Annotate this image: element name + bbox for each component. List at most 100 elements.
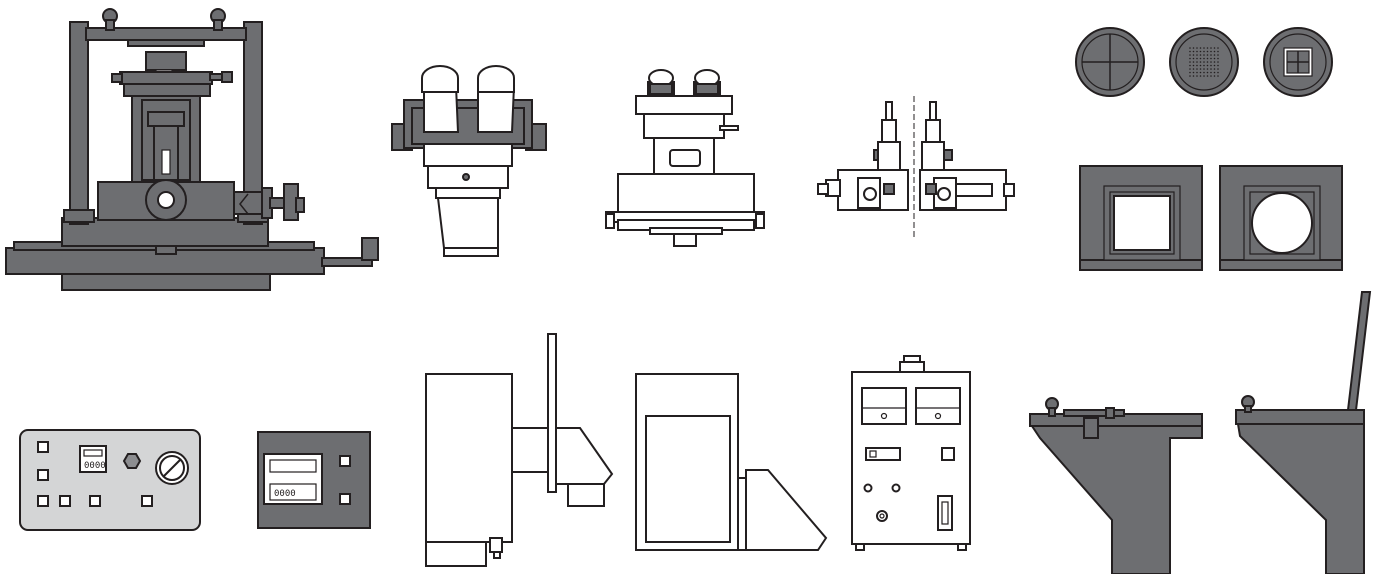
reticle-dot	[1213, 54, 1216, 56]
reticle-dot	[1192, 75, 1195, 77]
reticle-dot	[1203, 47, 1205, 49]
reticle-dot	[1199, 64, 1202, 67]
reticle-dot	[1210, 75, 1212, 77]
reticle-dot	[1189, 64, 1191, 67]
reticle-dot	[1199, 75, 1202, 77]
reticle-dot	[1199, 47, 1202, 49]
reticle-dot	[1189, 54, 1191, 56]
reticle-dot	[1217, 54, 1219, 56]
reticle-dot	[1192, 71, 1195, 74]
reticle-dot	[1196, 50, 1198, 53]
reticle-dot	[1189, 71, 1191, 74]
reticle-dot	[1213, 57, 1216, 60]
reticle-dot	[1189, 47, 1191, 49]
reticle-dot	[1199, 68, 1202, 70]
reticle-dot	[1210, 61, 1212, 63]
reticle-dot	[1217, 50, 1219, 53]
reticle-dot	[1192, 54, 1195, 56]
reticle-dot	[1206, 68, 1209, 70]
reticle-dot	[1210, 50, 1212, 53]
reticle-dot	[1196, 68, 1198, 70]
reticle-dot	[1210, 47, 1212, 49]
reticle-dot	[1206, 61, 1209, 63]
dot-grid-reticle-icon	[1169, 27, 1239, 97]
zoom-microscope-icon	[605, 69, 765, 247]
reticle-dot	[1189, 75, 1191, 77]
reticle-dot	[1189, 61, 1191, 63]
reticle-dot	[1217, 61, 1219, 63]
reticle-dot	[1199, 61, 1202, 63]
reticle-dot	[1203, 61, 1205, 63]
timer-panel-icon: 0000	[257, 431, 371, 529]
round-chuck-icon	[1219, 165, 1343, 271]
reticle-dot	[1196, 71, 1198, 74]
light-source-side-icon	[425, 333, 614, 567]
reticle-dot	[1189, 68, 1191, 70]
reticle-dot	[1199, 71, 1202, 74]
reticle-dot	[1213, 61, 1216, 63]
reticle-dot	[1217, 57, 1219, 60]
microscope-head-icon	[391, 65, 547, 257]
reticle-dot	[1196, 64, 1198, 67]
reticle-dot	[1196, 54, 1198, 56]
reticle-dot	[1189, 57, 1191, 60]
reticle-dot	[1210, 64, 1212, 67]
reticle-dot	[1203, 68, 1205, 70]
control-panel-digits: 0000	[84, 461, 106, 471]
reticle-dot	[1206, 47, 1209, 49]
reticle-dot	[1206, 64, 1209, 67]
reticle-dot	[1192, 68, 1195, 70]
grid-reticle-icon	[1263, 27, 1333, 97]
reticle-dot	[1217, 75, 1219, 77]
timer-panel-digits: 0000	[274, 489, 296, 499]
light-source-front-icon	[635, 373, 828, 551]
reticle-dot	[1199, 50, 1202, 53]
reticle-dot	[1206, 54, 1209, 56]
reticle-dot	[1192, 57, 1195, 60]
probe-holder-icon	[817, 96, 1015, 238]
reticle-dot	[1210, 71, 1212, 74]
reticle-dot	[1213, 50, 1216, 53]
reticle-dot	[1199, 57, 1202, 60]
reticle-dot	[1213, 71, 1216, 74]
stand-icon	[1029, 397, 1203, 574]
reticle-dot	[1213, 75, 1216, 77]
reticle-dot	[1196, 75, 1198, 77]
reticle-dot	[1192, 61, 1195, 63]
reticle-dot	[1203, 50, 1205, 53]
reticle-dot	[1192, 64, 1195, 67]
reticle-dot	[1213, 68, 1216, 70]
reticle-dot	[1217, 47, 1219, 49]
reticle-dot	[1203, 64, 1205, 67]
reticle-dot	[1210, 57, 1212, 60]
control-panel-icon: 0000	[19, 429, 201, 531]
reticle-dot	[1203, 71, 1205, 74]
reticle-dot	[1206, 71, 1209, 74]
reticle-dot	[1196, 57, 1198, 60]
reticle-dot	[1217, 71, 1219, 74]
reticle-dot	[1217, 68, 1219, 70]
power-supply-icon	[851, 355, 971, 551]
reticle-dot	[1192, 50, 1195, 53]
reticle-dot	[1206, 50, 1209, 53]
probe-station-icon	[5, 8, 379, 291]
reticle-dot	[1203, 54, 1205, 56]
reticle-dot	[1206, 75, 1209, 77]
reticle-dot	[1210, 68, 1212, 70]
stand-tall-icon	[1235, 291, 1372, 574]
reticle-dot	[1210, 54, 1212, 56]
reticle-dot	[1217, 64, 1219, 67]
reticle-dot	[1213, 47, 1216, 49]
reticle-dot	[1203, 75, 1205, 77]
reticle-dot	[1213, 64, 1216, 67]
reticle-dot	[1203, 57, 1205, 60]
reticle-dot	[1189, 50, 1191, 53]
reticle-dot	[1199, 54, 1202, 56]
reticle-dot	[1196, 61, 1198, 63]
reticle-dot	[1206, 57, 1209, 60]
square-chuck-icon	[1079, 165, 1203, 271]
reticle-dot	[1192, 47, 1195, 49]
reticle-dot	[1196, 47, 1198, 49]
